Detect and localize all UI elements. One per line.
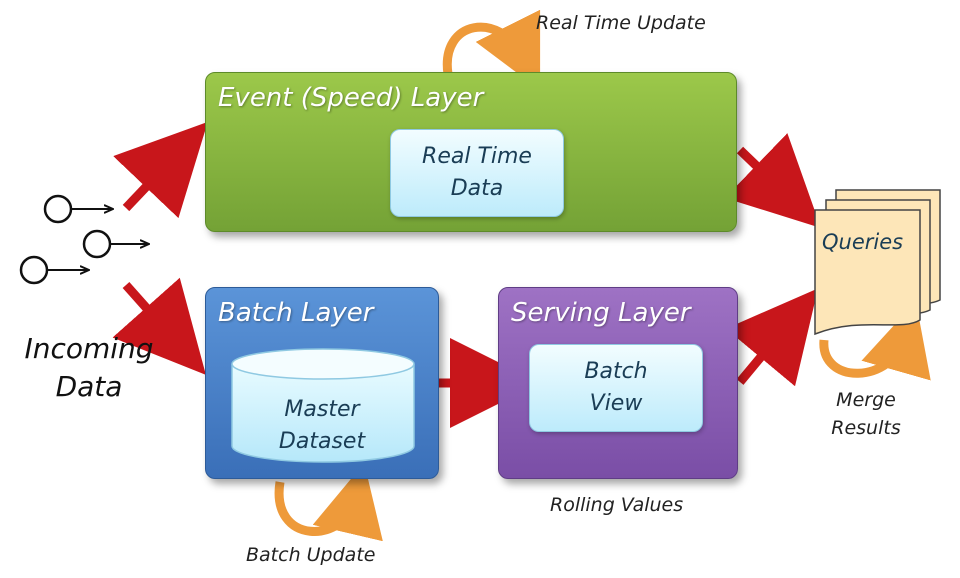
merge-results-label: Merge Results xyxy=(826,386,906,442)
master-dataset-cylinder-icon xyxy=(231,348,415,463)
incoming-data-icon xyxy=(19,194,148,285)
event-speed-layer: Event (Speed) Layer Real Time Data xyxy=(205,72,737,232)
batch-layer: Batch Layer Master Dataset xyxy=(205,287,439,479)
batch-view-line-1: Batch xyxy=(584,359,648,384)
batch-update-label: Batch Update xyxy=(246,544,376,566)
real-time-update-arrow-icon xyxy=(442,9,541,91)
queries-label: Queries xyxy=(822,230,904,254)
batch-update-arrow-icon xyxy=(274,462,383,542)
incoming-data-line-1: Incoming xyxy=(24,332,154,365)
serving-layer-title: Serving Layer xyxy=(511,298,691,328)
master-dataset-line-1: Master xyxy=(284,397,360,422)
arrow-incoming-to-event xyxy=(113,121,208,219)
batch-layer-title: Batch Layer xyxy=(218,298,374,328)
real-time-data-line-1: Real Time xyxy=(422,144,532,169)
master-dataset-line-2: Dataset xyxy=(278,429,366,454)
rolling-values-label: Rolling Values xyxy=(550,494,684,516)
batch-view-line-2: View xyxy=(589,391,643,416)
merge-results-arrow-icon xyxy=(819,301,931,381)
merge-results-line-1: Merge xyxy=(836,389,896,411)
queries-document-icon xyxy=(814,189,941,336)
real-time-data-box: Real Time Data xyxy=(390,129,564,217)
arrow-event-to-queries xyxy=(724,133,821,228)
merge-results-line-2: Results xyxy=(831,417,901,439)
serving-layer: Serving Layer Batch View xyxy=(498,287,738,479)
arrow-serving-to-queries xyxy=(725,288,819,387)
arrow-incoming-to-batch xyxy=(112,277,206,375)
incoming-data-line-2: Data xyxy=(55,370,123,403)
event-layer-title: Event (Speed) Layer xyxy=(218,83,484,113)
batch-view-box: Batch View xyxy=(529,344,703,432)
real-time-data-line-2: Data xyxy=(450,176,504,201)
incoming-data-label: Incoming Data xyxy=(14,330,164,406)
real-time-update-label: Real Time Update xyxy=(536,12,706,34)
